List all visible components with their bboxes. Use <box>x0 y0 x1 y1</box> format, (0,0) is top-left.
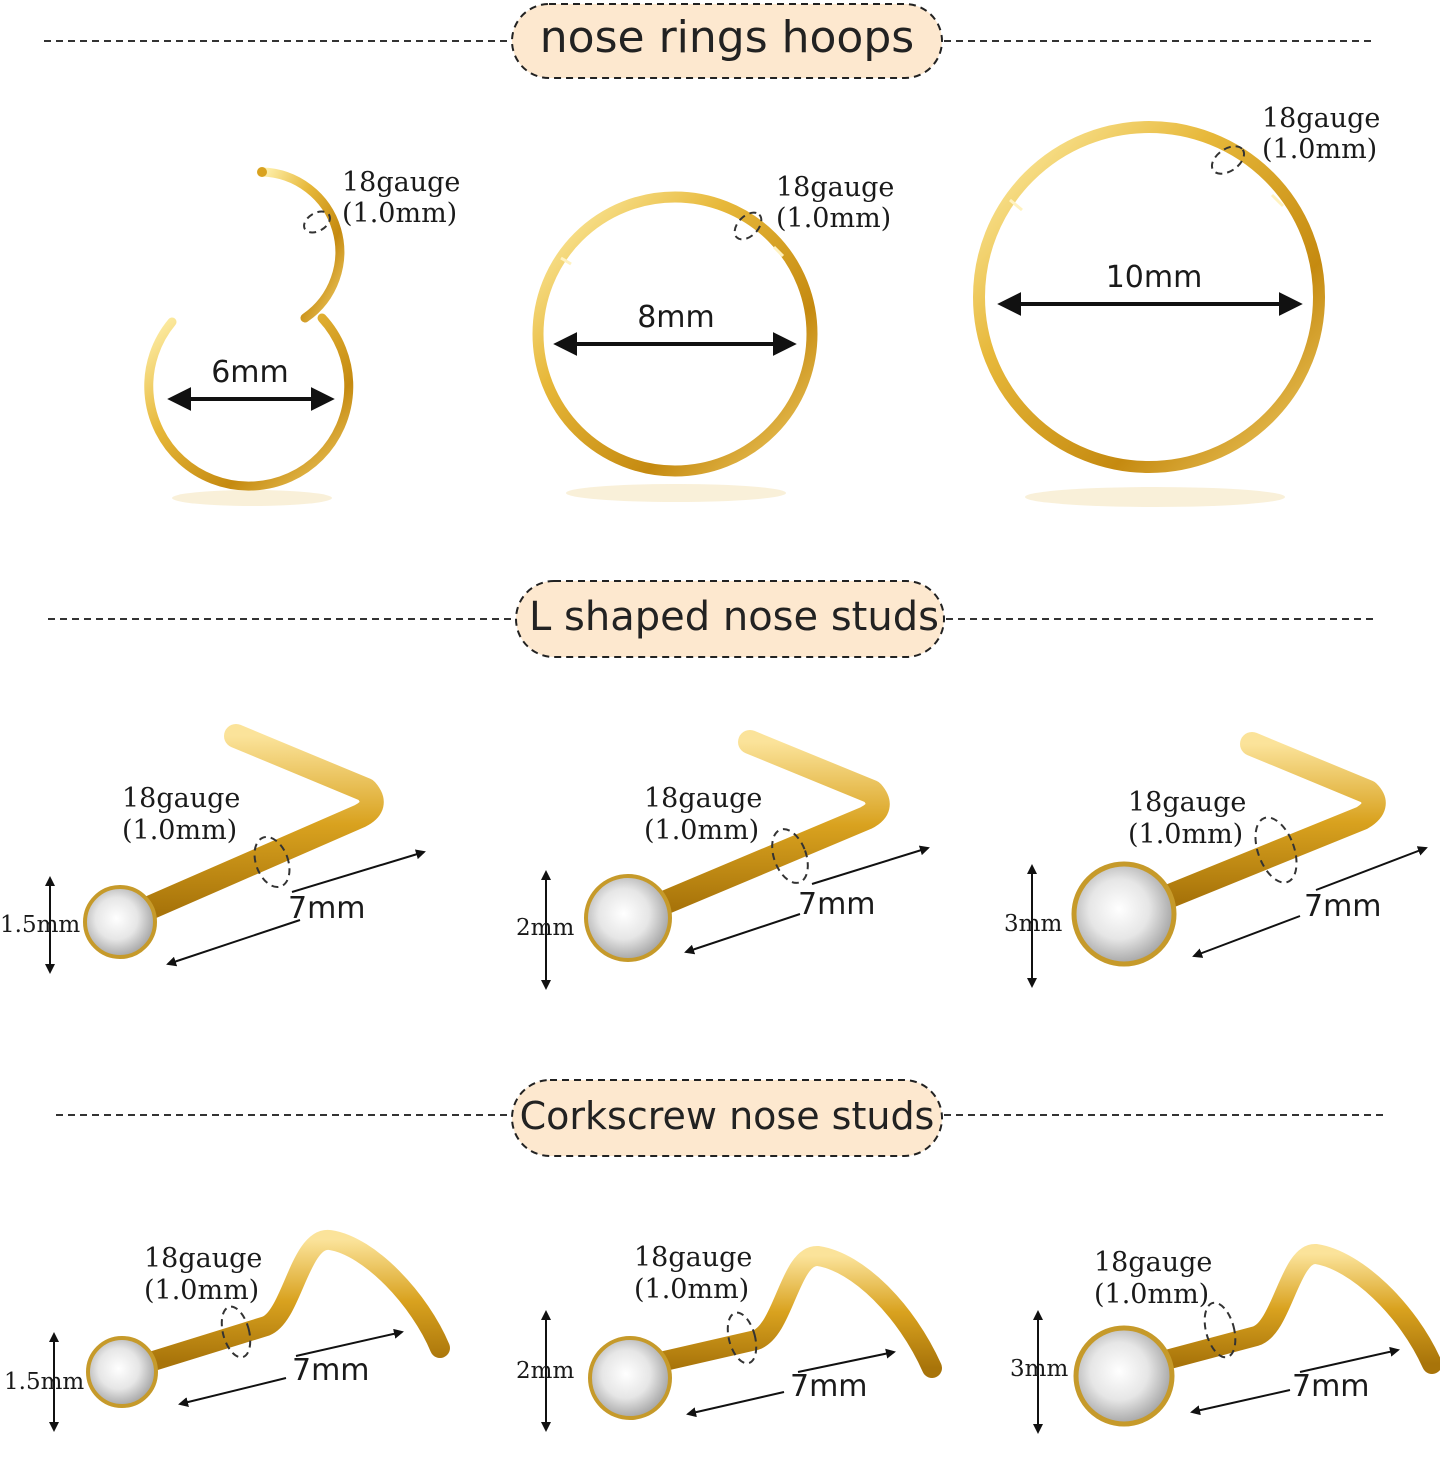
gem <box>584 874 672 962</box>
hoop-ring-8mm: 18gauge (1.0mm) 8mm <box>532 172 894 502</box>
gauge-marker <box>726 1311 758 1365</box>
corkscrew-stud-2mm: 18gauge (1.0mm) 2mm 7mm <box>516 1242 942 1432</box>
length-arrow-lower <box>166 919 301 967</box>
title-pill <box>511 1079 943 1157</box>
section-header-corkscrew: Corkscrew nose studs <box>56 1079 1386 1157</box>
gauge-label-mm: (1.0mm) <box>1262 134 1377 165</box>
ring-seam <box>1270 193 1285 208</box>
stud-post <box>128 724 384 924</box>
gauge-marker <box>733 211 763 241</box>
l-stud-1-5mm: 18gauge (1.0mm) 1.5mm 7mm <box>0 724 426 974</box>
title-pill <box>515 580 945 658</box>
length-label: 7mm <box>790 1369 868 1404</box>
gauge-label: 18gauge <box>1262 103 1380 134</box>
gauge-label: 18gauge <box>634 1242 752 1273</box>
ring-body <box>973 121 1325 473</box>
section-title: nose rings hoops <box>540 12 914 63</box>
ring-shadow <box>1025 487 1285 507</box>
gem-size-label: 3mm <box>1004 911 1062 937</box>
ring-body <box>532 191 818 477</box>
diameter-label: 8mm <box>637 300 715 335</box>
gauge-label-mm: (1.0mm) <box>1094 1279 1209 1310</box>
gem <box>1073 1325 1175 1427</box>
gauge-label-mm: (1.0mm) <box>776 203 891 234</box>
hoop-ring-6mm: 18gauge (1.0mm) 6mm <box>144 167 460 506</box>
l-stud-3mm: 18gauge (1.0mm) 3mm 7mm <box>1004 732 1428 988</box>
ring-seam <box>560 256 572 266</box>
gem-size-label: 3mm <box>1010 1356 1068 1382</box>
section-header-l-shaped: L shaped nose studs <box>48 580 1376 658</box>
length-label: 7mm <box>798 887 876 922</box>
diameter-label: 10mm <box>1106 260 1203 295</box>
gem-size-label: 2mm <box>516 1358 574 1384</box>
length-arrow-upper <box>291 849 426 893</box>
length-label: 7mm <box>292 1353 370 1388</box>
length-arrow-upper <box>295 1328 404 1357</box>
length-arrow-lower <box>1190 1389 1291 1416</box>
gauge-label: 18gauge <box>144 1243 262 1274</box>
gem <box>588 1336 672 1420</box>
gauge-label: 18gauge <box>1094 1247 1212 1278</box>
ring-seam <box>772 245 785 258</box>
length-arrow-lower <box>684 913 801 955</box>
length-arrow-upper <box>797 1348 896 1373</box>
corkscrew-stud-1-5mm: 18gauge (1.0mm) 1.5mm 7mm <box>4 1230 450 1432</box>
gauge-label: 18gauge <box>776 172 894 203</box>
gem-size-label: 1.5mm <box>4 1369 84 1395</box>
gauge-label: 18gauge <box>122 783 240 814</box>
length-arrow-upper <box>1299 1346 1400 1373</box>
stud-post <box>650 1246 942 1378</box>
stud-post <box>1156 1244 1440 1374</box>
section-title: L shaped nose studs <box>529 594 939 640</box>
gauge-marker <box>1254 816 1298 884</box>
gauge-label: 18gauge <box>1128 787 1246 818</box>
gauge-label-mm: (1.0mm) <box>634 1274 749 1305</box>
section-title: Corkscrew nose studs <box>520 1094 935 1138</box>
ring-seam <box>1009 198 1023 212</box>
gauge-marker <box>220 1305 252 1359</box>
length-label: 7mm <box>288 891 366 926</box>
length-label: 7mm <box>1292 1369 1370 1404</box>
corkscrew-stud-3mm: 18gauge (1.0mm) 3mm 7mm <box>1010 1244 1440 1434</box>
gem <box>1071 861 1177 967</box>
gem <box>83 885 157 959</box>
gauge-marker <box>1203 1301 1237 1359</box>
stud-post <box>140 1230 450 1372</box>
gauge-marker <box>253 835 291 889</box>
ring-hinge-arc <box>257 167 345 323</box>
gauge-label: 18gauge <box>644 783 762 814</box>
ring-shadow <box>172 490 332 506</box>
gauge-marker <box>1210 145 1246 175</box>
gauge-marker <box>771 828 809 884</box>
ring-shadow <box>566 484 786 502</box>
title-pill <box>511 3 943 79</box>
gauge-label-mm: (1.0mm) <box>144 1275 259 1306</box>
gauge-label-mm: (1.0mm) <box>122 815 237 846</box>
ring-tip <box>257 167 267 177</box>
gauge-label-mm: (1.0mm) <box>1128 819 1243 850</box>
section-header-hoops: nose rings hoops <box>44 3 1374 79</box>
gauge-label-mm: (1.0mm) <box>342 198 457 229</box>
diameter-label: 6mm <box>211 355 289 390</box>
gauge-label-mm: (1.0mm) <box>644 815 759 846</box>
ring-lower-arc <box>144 313 354 491</box>
gauge-marker <box>303 210 331 234</box>
length-arrow-upper <box>1315 846 1428 891</box>
hoop-ring-10mm: 18gauge (1.0mm) 10mm <box>973 103 1380 507</box>
stud-post <box>1148 732 1386 912</box>
stud-post <box>640 730 890 920</box>
length-arrow-upper <box>811 845 930 885</box>
gem <box>86 1336 158 1408</box>
length-arrow-lower <box>1192 915 1301 958</box>
gauge-label: 18gauge <box>342 167 460 198</box>
length-label: 7mm <box>1304 889 1382 924</box>
gem-size-label: 2mm <box>516 915 574 941</box>
l-stud-2mm: 18gauge (1.0mm) 2mm 7mm <box>516 730 930 990</box>
length-arrow-lower <box>178 1377 287 1407</box>
gem-size-label: 1.5mm <box>0 912 80 938</box>
length-arrow-lower <box>686 1391 785 1418</box>
